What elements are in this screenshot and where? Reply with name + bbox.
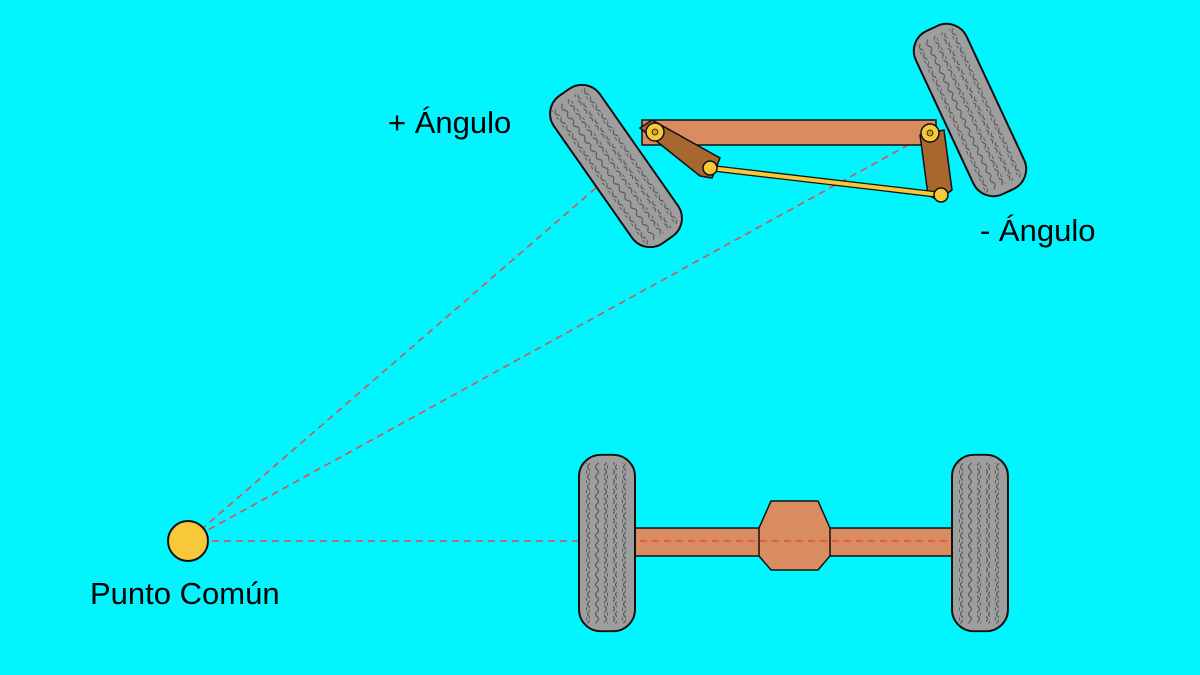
left-kingpin-pivot-center [651, 128, 659, 136]
differential-housing [758, 500, 831, 571]
guide-line-left-wheel [187, 179, 606, 542]
front-steering-assembly [540, 15, 1035, 257]
right-tie-rod-joint [933, 187, 949, 203]
rear-left-tire [578, 453, 636, 633]
plus-angle-label: + Ángulo [388, 105, 511, 140]
front-left-tire [540, 75, 692, 257]
guide-line-right-wheel [187, 132, 931, 542]
left-tie-rod-joint [702, 160, 718, 176]
common-point-marker [167, 520, 209, 562]
right-kingpin-pivot-center [926, 129, 934, 137]
minus-angle-label: - Ángulo [980, 213, 1095, 248]
guide-lines [187, 132, 950, 542]
common-point-label: Punto Común [90, 576, 280, 611]
front-axle-beam [641, 119, 937, 146]
rear-right-tire [951, 453, 1009, 633]
tie-rod [708, 166, 943, 197]
rear-axle-assembly [578, 453, 1009, 633]
